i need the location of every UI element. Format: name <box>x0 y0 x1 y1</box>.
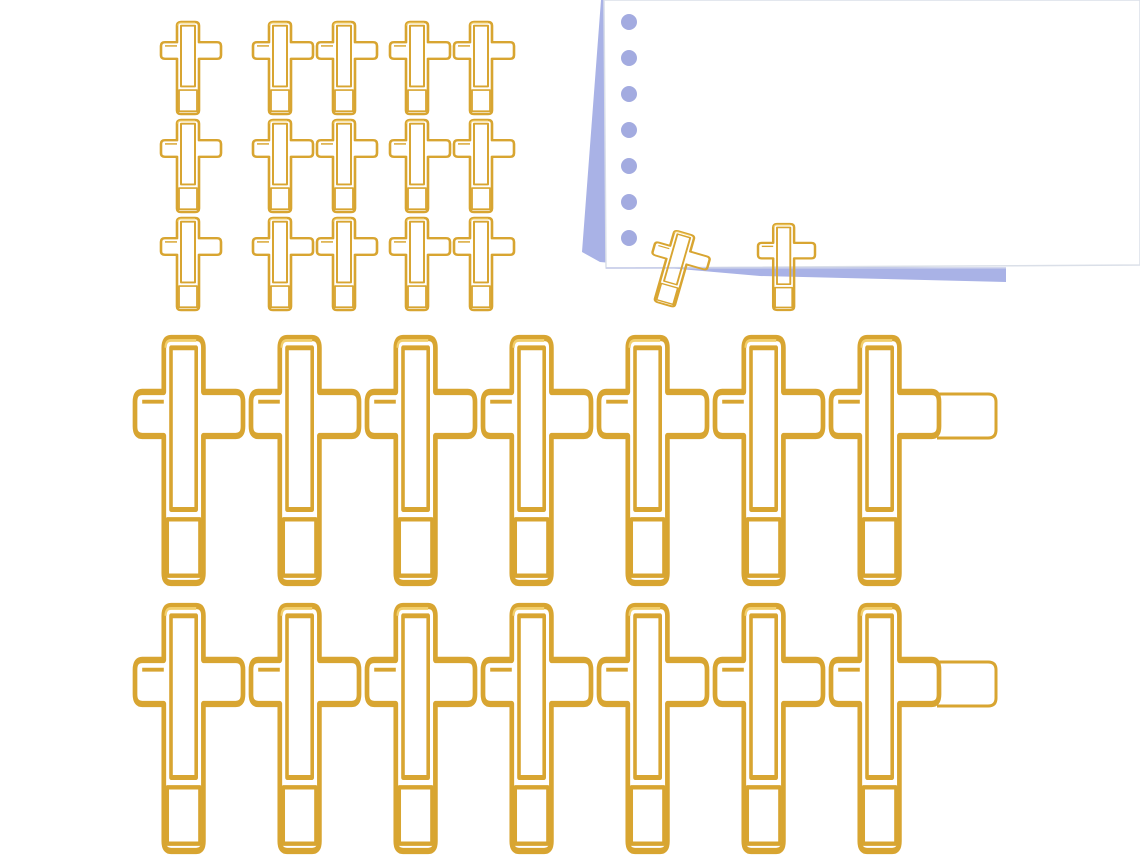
large-clip <box>715 606 823 851</box>
small-clip <box>388 20 452 116</box>
small-clip <box>159 20 223 116</box>
large-clip <box>135 338 243 583</box>
small-clip <box>159 118 223 214</box>
small-clip <box>452 20 516 116</box>
small-clip <box>315 216 379 312</box>
punch-holes <box>621 14 637 246</box>
large-clip <box>715 338 823 583</box>
large-clip <box>251 338 359 583</box>
small-clip <box>251 20 315 116</box>
large-clip <box>831 338 939 583</box>
large-clip <box>251 606 359 851</box>
large-clip <box>831 606 939 851</box>
small-clip <box>251 118 315 214</box>
small-clip <box>159 216 223 312</box>
small-clip <box>452 216 516 312</box>
large-clip <box>599 606 707 851</box>
small-clip-grid <box>159 20 516 312</box>
small-clip <box>452 118 516 214</box>
large-clip <box>483 606 591 851</box>
large-clip <box>135 606 243 851</box>
small-clip <box>251 216 315 312</box>
paper-sheet <box>603 0 1140 269</box>
small-clip <box>315 118 379 214</box>
large-clip-row <box>135 338 998 583</box>
large-clip-row <box>135 606 998 851</box>
large-clip <box>367 338 475 583</box>
paper-stack <box>582 0 1140 315</box>
large-clip <box>367 606 475 851</box>
small-clip <box>388 118 452 214</box>
small-clip <box>315 20 379 116</box>
large-clip <box>599 338 707 583</box>
small-clip <box>388 216 452 312</box>
large-clip <box>483 338 591 583</box>
